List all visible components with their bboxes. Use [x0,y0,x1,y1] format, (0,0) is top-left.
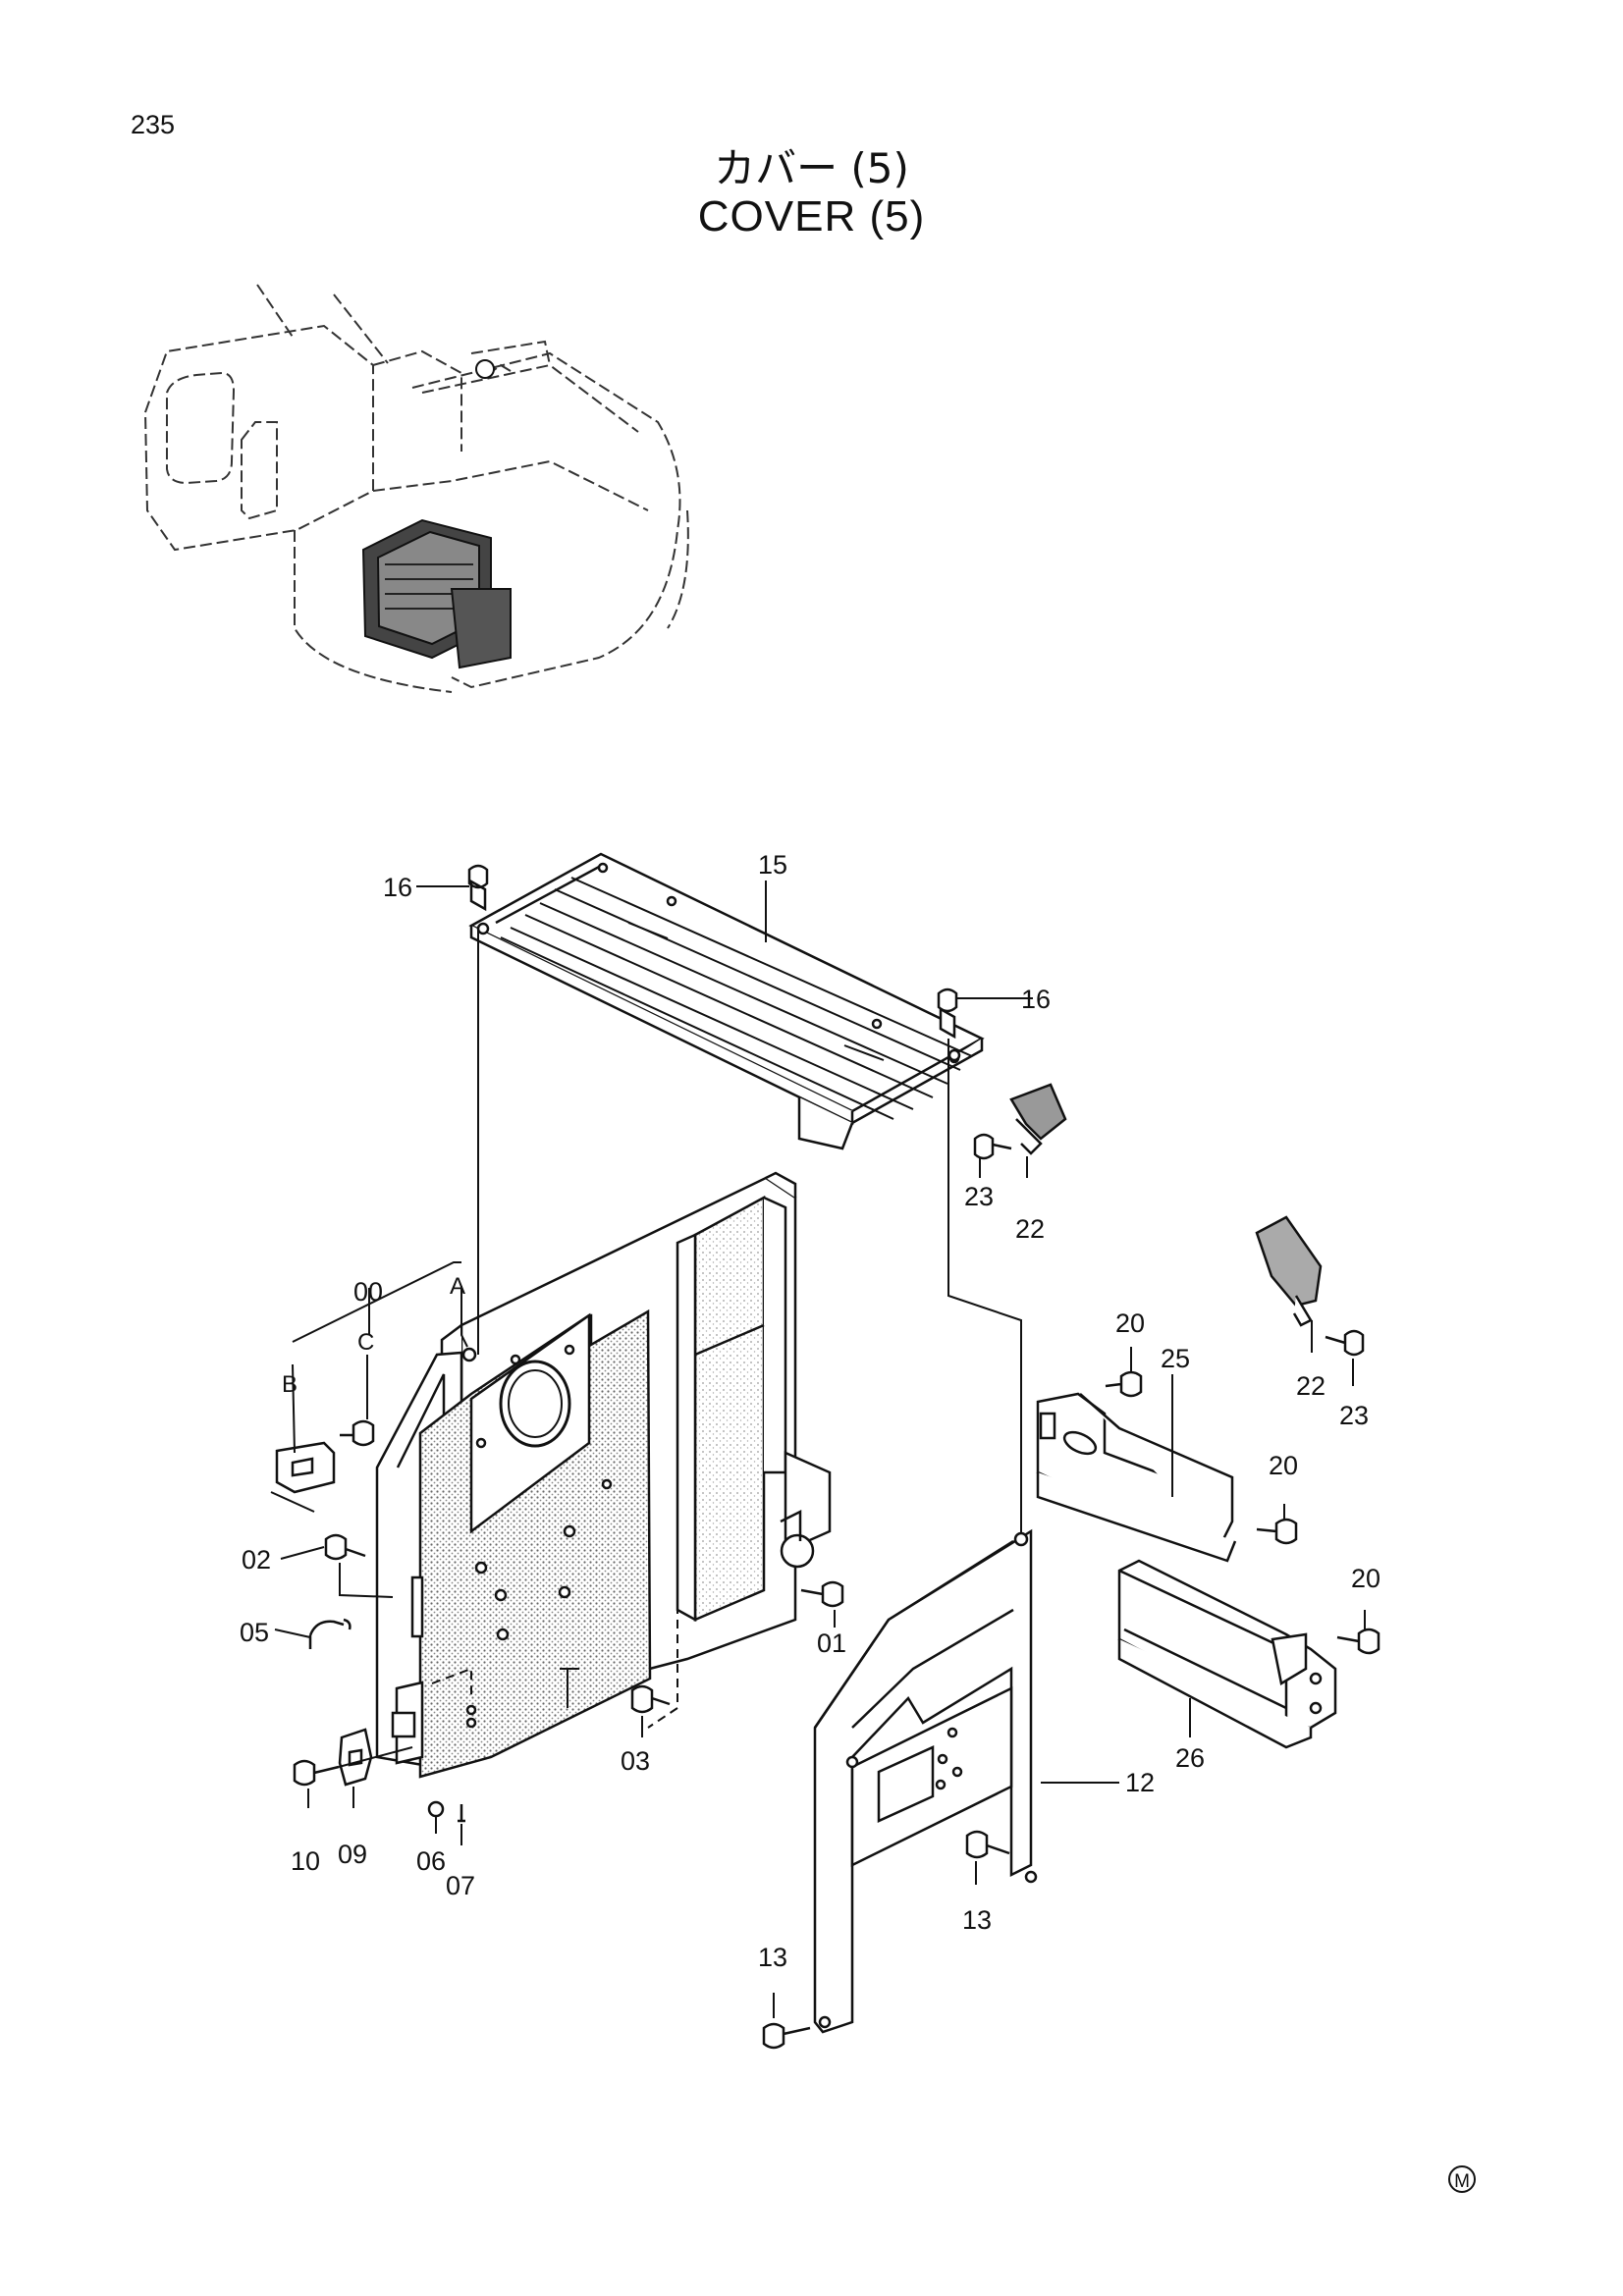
part-00-main-panel-assembly [375,1171,832,1779]
callout-20a: 20 [1115,1308,1145,1338]
callout-06: 06 [416,1846,446,1876]
bolt-01-icon [800,1580,844,1608]
part-15-top-louver-cover [468,852,985,1150]
callout-20c: 20 [1351,1564,1380,1593]
callout-23b: 23 [1339,1401,1369,1430]
callout-25: 25 [1161,1344,1190,1373]
part-26-lower-rail-bracket [1117,1559,1337,1749]
bolt-13b-icon [762,2022,811,2050]
callout-13a: 13 [962,1905,992,1935]
callout-15: 15 [758,850,787,880]
bolt-16b-icon [937,988,958,1040]
reference-mark-a: A [450,1273,465,1300]
part-25-upper-rail-bracket [1036,1392,1237,1563]
bracket-b-icon [275,1441,336,1494]
callout-03: 03 [621,1746,650,1776]
title-japanese: カバー (5) [714,144,909,192]
callout-05: 05 [240,1618,269,1647]
reference-mark-b: B [282,1371,298,1398]
part-12-side-frame [813,1528,1038,2034]
bolt-23b-icon [1325,1329,1365,1357]
callout-20b: 20 [1269,1451,1298,1480]
part-22-clips [1009,1083,1323,1327]
bolt-20b-icon [1256,1518,1298,1545]
callout-07: 07 [446,1871,475,1900]
hex-bolts [275,864,1380,2050]
callout-labels: 16 15 16 23 22 00 A C B 20 25 22 23 20 0… [240,850,1380,1972]
bolt-20a-icon [1105,1370,1143,1398]
callout-23a: 23 [964,1182,994,1211]
callout-09: 09 [338,1840,367,1869]
pin-05-icon [308,1618,352,1649]
callout-02: 02 [242,1545,271,1575]
bolt-10-icon [293,1759,340,1787]
callout-13b: 13 [758,1943,787,1972]
callout-22a: 22 [1015,1214,1045,1244]
machine-highlight-part [361,359,512,669]
bolt-02-icon [324,1533,366,1561]
callout-26: 26 [1175,1743,1205,1773]
washer-06-icon [427,1800,445,1818]
leader-lines [270,881,1366,2018]
footer-m-mark: M [1448,2165,1476,2193]
panel-dashed-hints [431,1487,678,1729]
bolt-03-icon [630,1684,671,1714]
callout-16a: 16 [383,873,412,902]
page-number: 235 [131,110,176,139]
callout-10: 10 [291,1846,320,1876]
callout-22b: 22 [1296,1371,1325,1401]
callout-16b: 16 [1021,985,1051,1014]
machine-overview-sketch [143,284,689,693]
callout-00: 00 [353,1277,383,1307]
footer-m-letter: M [1454,2171,1470,2192]
pin-07-icon [458,1804,465,1823]
bolt-20c-icon [1336,1628,1380,1655]
reference-mark-c: C [357,1329,374,1356]
callout-12: 12 [1125,1768,1155,1797]
title-english: COVER (5) [697,192,926,240]
bolt-13a-icon [965,1830,1010,1859]
plate-09-icon [338,1728,373,1787]
callout-01: 01 [817,1629,846,1658]
bolt-16a-icon [467,864,489,912]
bolt-23a-icon [973,1133,1012,1160]
bolt-c-icon [340,1419,375,1447]
